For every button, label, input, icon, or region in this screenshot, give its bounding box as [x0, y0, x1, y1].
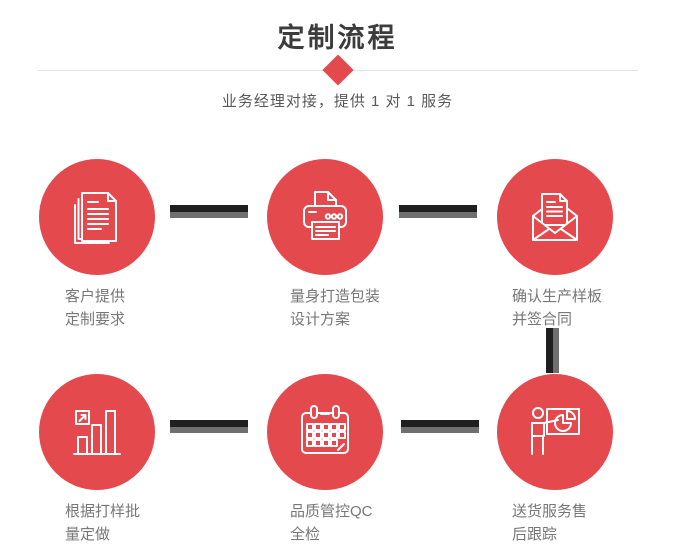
- step-label-line: 后跟踪: [512, 526, 558, 543]
- step-label-line: 确认生产样板: [512, 288, 603, 305]
- step-label-line: 量身打造包装: [290, 288, 381, 305]
- bar-chart-icon: [73, 410, 121, 455]
- step-label-line: 量定做: [65, 526, 111, 543]
- presentation-icon: [531, 407, 580, 455]
- step-label-line: 送货服务售: [512, 503, 588, 520]
- diamond-accent-icon: [322, 54, 354, 86]
- connector-horizontal: [399, 205, 477, 218]
- step-label-line: 根据打样批: [65, 503, 141, 520]
- step-label-sample-contract: 确认生产样板 并签合同: [512, 285, 675, 331]
- step-label-line: 设计方案: [290, 311, 351, 328]
- documents-icon: [74, 192, 117, 244]
- connector-horizontal: [401, 420, 479, 433]
- step-circle-delivery-tracking: [497, 374, 613, 490]
- connector-horizontal: [170, 420, 248, 433]
- step-label-line: 品质管控QC: [290, 503, 373, 520]
- step-label-line: 并签合同: [512, 311, 573, 328]
- page-title: 定制流程: [277, 23, 398, 53]
- step-label-packaging-design: 量身打造包装 设计方案: [290, 285, 460, 331]
- step-circle-sample-contract: [497, 159, 613, 275]
- step-circle-customer-requirements: [39, 159, 155, 275]
- envelope-icon: [532, 193, 578, 241]
- step-circle-quality-control: [267, 374, 383, 490]
- calendar-icon: [301, 405, 349, 454]
- step-label-line: 客户提供: [65, 288, 126, 305]
- step-label-line: 定制要求: [65, 311, 126, 328]
- step-circle-packaging-design: [267, 159, 383, 275]
- step-label-delivery-tracking: 送货服务售 后跟踪: [512, 500, 675, 546]
- step-label-line: 全检: [290, 526, 321, 543]
- page-subtitle: 业务经理对接，提供 1 对 1 服务: [221, 93, 454, 110]
- printer-icon: [303, 191, 347, 240]
- connector-vertical: [546, 328, 559, 373]
- step-label-customer-requirements: 客户提供 定制要求: [65, 285, 235, 331]
- connector-horizontal: [170, 205, 248, 218]
- step-label-quality-control: 品质管控QC 全检: [290, 500, 460, 546]
- step-label-batch-production: 根据打样批 量定做: [65, 500, 235, 546]
- step-circle-batch-production: [39, 374, 155, 490]
